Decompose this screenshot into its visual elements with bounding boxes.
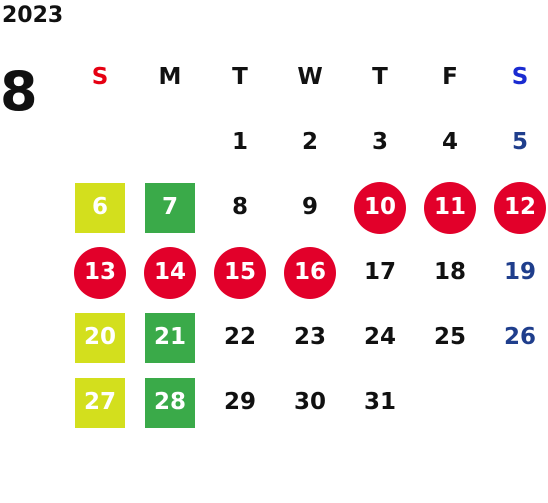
day-number: 27 xyxy=(83,389,116,415)
day-number: 21 xyxy=(153,324,186,350)
calendar-day[interactable]: 5 xyxy=(485,110,548,175)
day-highlight-circle: 11 xyxy=(424,181,476,234)
day-highlight-circle: 16 xyxy=(284,246,336,299)
day-number: 16 xyxy=(293,259,326,285)
day-number: 20 xyxy=(83,324,116,350)
weekday-header: T xyxy=(345,45,415,110)
day-number: 7 xyxy=(161,194,178,220)
weekday-header: S xyxy=(65,45,135,110)
weekday-label: T xyxy=(372,64,388,90)
calendar-day[interactable]: 4 xyxy=(415,110,485,175)
year-label: 2023 xyxy=(2,3,64,28)
calendar-day[interactable]: 9 xyxy=(275,175,345,240)
calendar-day[interactable]: 26 xyxy=(485,305,548,370)
calendar-day[interactable]: 2 xyxy=(275,110,345,175)
day-highlight-circle: 15 xyxy=(214,246,266,299)
calendar-day[interactable]: 29 xyxy=(205,370,275,435)
calendar-day[interactable]: 15 xyxy=(205,240,275,305)
calendar-day[interactable]: 28 xyxy=(135,370,205,435)
calendar-day[interactable]: 7 xyxy=(135,175,205,240)
day-number: 11 xyxy=(433,194,466,220)
day-number: 12 xyxy=(503,194,536,220)
day-number: 5 xyxy=(511,129,528,155)
day-number: 4 xyxy=(441,129,458,155)
day-number: 15 xyxy=(223,259,256,285)
weekday-label: M xyxy=(158,64,182,90)
calendar-day[interactable]: 22 xyxy=(205,305,275,370)
calendar-day[interactable]: 17 xyxy=(345,240,415,305)
calendar-day[interactable]: 31 xyxy=(345,370,415,435)
calendar-day[interactable]: 11 xyxy=(415,175,485,240)
calendar-day[interactable]: 16 xyxy=(275,240,345,305)
day-highlight-yellow-square: 20 xyxy=(75,312,125,363)
day-highlight-green-square: 28 xyxy=(145,377,195,428)
day-number: 3 xyxy=(371,129,388,155)
calendar-day[interactable]: 27 xyxy=(65,370,135,435)
calendar-day[interactable]: 30 xyxy=(275,370,345,435)
weekday-label: T xyxy=(232,64,248,90)
weekday-label: S xyxy=(91,64,109,90)
weekday-label: F xyxy=(442,64,458,90)
day-number: 22 xyxy=(223,324,256,350)
calendar-day[interactable]: 8 xyxy=(205,175,275,240)
weekday-label: S xyxy=(511,64,529,90)
calendar-day[interactable]: 20 xyxy=(65,305,135,370)
day-number: 23 xyxy=(293,324,326,350)
day-highlight-circle: 10 xyxy=(354,181,406,234)
day-highlight-yellow-square: 27 xyxy=(75,377,125,428)
calendar-day[interactable]: 21 xyxy=(135,305,205,370)
weekday-label: W xyxy=(297,64,323,90)
weekday-header: F xyxy=(415,45,485,110)
month-number: 8 xyxy=(0,60,38,123)
day-number: 28 xyxy=(153,389,186,415)
day-number: 14 xyxy=(153,259,186,285)
calendar-day[interactable]: 19 xyxy=(485,240,548,305)
day-number: 17 xyxy=(363,259,396,285)
day-highlight-yellow-square: 6 xyxy=(75,182,125,233)
calendar-day[interactable]: 13 xyxy=(65,240,135,305)
day-number: 29 xyxy=(223,389,256,415)
day-highlight-green-square: 7 xyxy=(145,182,195,233)
calendar-day[interactable]: 23 xyxy=(275,305,345,370)
day-number: 30 xyxy=(293,389,326,415)
day-number: 26 xyxy=(503,324,536,350)
calendar-day[interactable]: 3 xyxy=(345,110,415,175)
day-highlight-circle: 13 xyxy=(74,246,126,299)
calendar-day[interactable]: 18 xyxy=(415,240,485,305)
weekday-header: S xyxy=(485,45,548,110)
day-highlight-green-square: 21 xyxy=(145,312,195,363)
day-number: 6 xyxy=(91,194,108,220)
calendar-day[interactable]: 14 xyxy=(135,240,205,305)
day-number: 31 xyxy=(363,389,396,415)
calendar-day[interactable]: 12 xyxy=(485,175,548,240)
calendar-day[interactable]: 1 xyxy=(205,110,275,175)
calendar-day[interactable]: 6 xyxy=(65,175,135,240)
day-number: 2 xyxy=(301,129,318,155)
day-number: 8 xyxy=(231,194,248,220)
day-number: 9 xyxy=(301,194,318,220)
day-number: 19 xyxy=(503,259,536,285)
day-number: 24 xyxy=(363,324,396,350)
calendar-day[interactable]: 25 xyxy=(415,305,485,370)
day-highlight-circle: 12 xyxy=(494,181,546,234)
day-number: 10 xyxy=(363,194,396,220)
weekday-header: T xyxy=(205,45,275,110)
day-number: 18 xyxy=(433,259,466,285)
calendar-day[interactable]: 24 xyxy=(345,305,415,370)
weekday-header: W xyxy=(275,45,345,110)
weekday-header: M xyxy=(135,45,205,110)
day-number: 1 xyxy=(231,129,248,155)
day-highlight-circle: 14 xyxy=(144,246,196,299)
day-number: 25 xyxy=(433,324,466,350)
day-number: 13 xyxy=(83,259,116,285)
calendar-day[interactable]: 10 xyxy=(345,175,415,240)
